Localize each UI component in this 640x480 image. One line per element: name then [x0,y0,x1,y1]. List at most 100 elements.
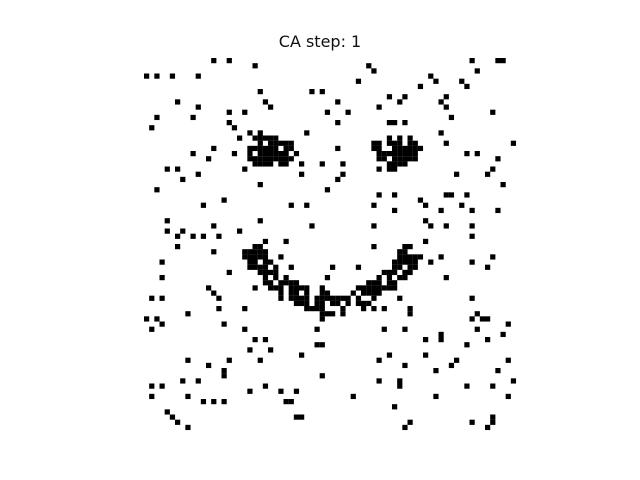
ca-cell [340,295,346,301]
ca-cell [262,259,269,265]
ca-cell [304,300,310,307]
ca-cell [464,383,470,389]
ca-cell [392,404,398,410]
ca-cell [314,326,320,332]
ca-cell [464,342,470,348]
ca-cell [485,424,491,431]
ca-cell [479,316,486,322]
ca-cell [304,295,310,301]
ca-cell [262,145,269,152]
ca-cell [273,264,279,270]
ca-cell [247,151,253,157]
ca-cell [190,151,196,157]
ca-cell [340,161,346,167]
ca-cell [402,362,408,369]
ca-cell [402,424,408,431]
ca-cell [257,89,263,95]
ca-cell [175,166,181,172]
ca-cell [402,275,408,281]
ca-cell [200,233,207,239]
ca-cell [268,135,274,141]
ca-cell [262,161,269,167]
ca-cell [505,357,511,363]
ca-cell [221,399,227,405]
ca-cell [386,275,393,281]
ca-cell [371,202,377,208]
ca-cell [319,295,325,301]
ca-cell [392,145,398,152]
ca-cell [242,254,248,260]
ca-cell [293,280,300,286]
ca-cell [371,285,377,291]
ca-cell [335,300,341,307]
ca-cell [500,182,506,188]
ca-cell [392,207,398,214]
ca-cell [474,68,480,74]
ca-cell [407,244,413,250]
ca-cell [221,321,227,327]
ca-cell [206,156,212,162]
ca-cell [412,140,418,146]
ca-cell [433,78,439,84]
ca-cell [345,109,351,115]
ca-cell [407,306,413,312]
ca-cell [371,290,377,296]
ca-cell [304,202,310,208]
ca-cell [283,145,289,152]
ca-cell [324,275,331,281]
ca-cell [361,285,367,291]
ca-cell [299,352,305,358]
ca-cell [278,285,284,291]
ca-cell [299,285,305,291]
ca-cell [262,280,269,286]
ca-cell [211,145,217,152]
ca-cell [423,218,429,224]
ca-cell [485,171,491,177]
ca-cell [257,249,263,255]
ca-cell [257,182,263,188]
ca-cell [268,151,274,157]
ca-cell [371,223,377,229]
ca-cell [216,306,222,312]
ca-cell [392,156,398,162]
ca-cell [376,104,382,110]
ca-cell [397,254,403,260]
ca-cell [226,120,232,126]
ca-cell [438,130,444,136]
ca-cell [392,259,398,265]
ca-cell [293,285,300,291]
ca-cell [428,259,434,265]
ca-cell [464,151,470,157]
ca-cell [262,383,269,389]
ca-cell [273,275,279,281]
ca-cell [402,120,408,126]
ca-cell [180,378,186,384]
ca-cell [278,295,284,301]
ca-cell [314,295,320,301]
ca-cell [448,192,455,198]
ca-cell [448,362,455,369]
ca-cell [402,94,408,100]
ca-cell [262,275,269,281]
ca-cell [159,383,165,389]
ca-cell [273,135,279,141]
ca-cell [495,58,501,64]
ca-cell [314,300,320,307]
ca-cell [154,73,160,79]
ca-cell [433,368,439,374]
ca-cell [371,145,377,152]
ca-cell [412,156,418,162]
ca-cell [469,259,475,265]
ca-cell [324,311,331,317]
ca-cell [350,290,356,296]
ca-cell [226,357,232,363]
ca-cell [211,249,217,255]
ca-cell [283,238,289,245]
ca-cell [283,161,289,167]
ca-cell [159,321,165,327]
ca-cell [402,244,408,250]
ca-cell [469,419,475,425]
ca-cell [242,306,248,312]
ca-cell [324,295,331,301]
